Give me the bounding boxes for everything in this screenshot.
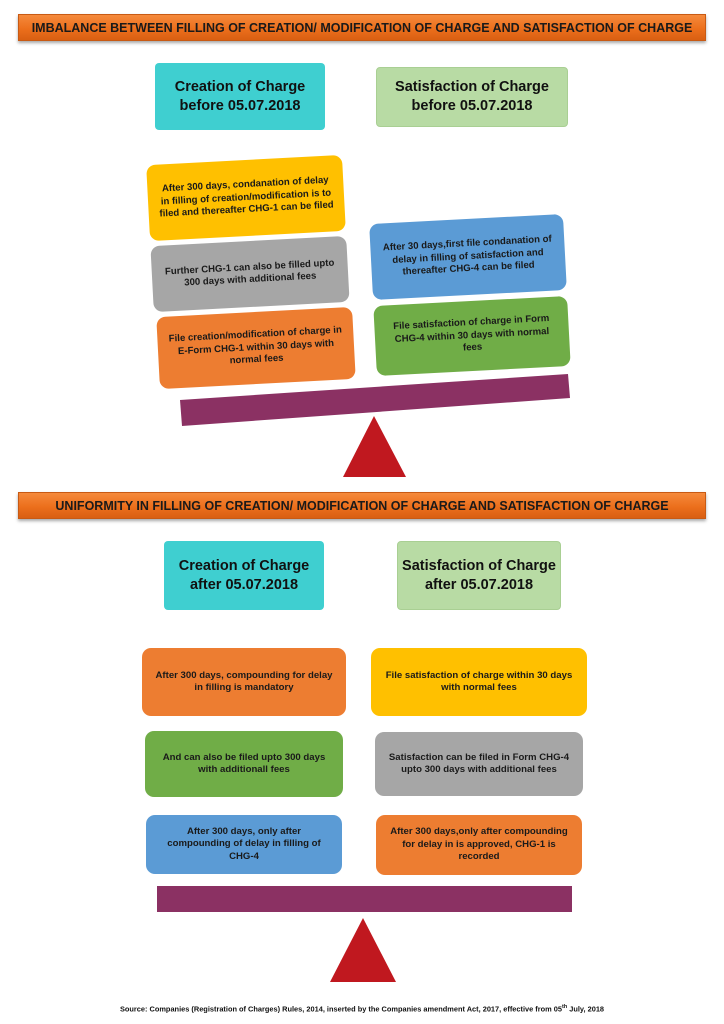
satisfaction-before-header: Satisfaction of Charge before 05.07.2018 [376, 67, 568, 127]
section2-banner: UNIFORMITY IN FILLING OF CREATION/ MODIF… [18, 492, 706, 519]
satisfaction-after-card-1: File satisfaction of charge within 30 da… [371, 648, 587, 716]
source-text-end: July, 2018 [567, 1004, 605, 1014]
source-note: Source: Companies (Registration of Charg… [0, 1004, 724, 1013]
creation-after-header: Creation of Charge after 05.07.2018 [164, 541, 324, 610]
satisfaction-before-title: Satisfaction of Charge [395, 79, 549, 95]
satisfaction-before-date: before 05.07.2018 [411, 98, 533, 114]
creation-after-card-1: After 300 days, compounding for delay in… [142, 648, 346, 716]
source-sup: th [562, 1004, 568, 1010]
satisfaction-after-title: Satisfaction of Charge [402, 557, 556, 574]
section1-banner: IMBALANCE BETWEEN FILLING OF CREATION/ M… [18, 14, 706, 41]
imbalance-scale [180, 374, 570, 477]
tilted-beam [180, 374, 570, 426]
fulcrum-triangle-2 [330, 918, 396, 982]
source-text: Source: Companies (Registration of Charg… [119, 1004, 562, 1014]
creation-after-date: after 05.07.2018 [189, 576, 299, 593]
fulcrum-2 [330, 918, 396, 982]
level-beam [157, 886, 572, 912]
satisfaction-after-header: Satisfaction of Charge after 05.07.2018 [397, 541, 561, 610]
creation-after-title: Creation of Charge [178, 557, 310, 574]
creation-before-date: before 05.07.2018 [179, 97, 301, 114]
satisfaction-after-date: after 05.07.2018 [424, 576, 534, 593]
fulcrum-triangle-1 [343, 416, 406, 477]
creation-after-card-2: And can also be filed upto 300 days with… [145, 731, 343, 797]
creation-before-title: Creation of Charge [174, 78, 306, 95]
creation-before-header: Creation of Charge before 05.07.2018 [155, 63, 325, 130]
satisfaction-after-card-2: Satisfaction can be filed in Form CHG-4 … [375, 732, 583, 796]
creation-after-card-3: After 300 days, only after compounding o… [146, 815, 342, 874]
satisfaction-after-card-3: After 300 days,only after compounding fo… [376, 815, 582, 875]
